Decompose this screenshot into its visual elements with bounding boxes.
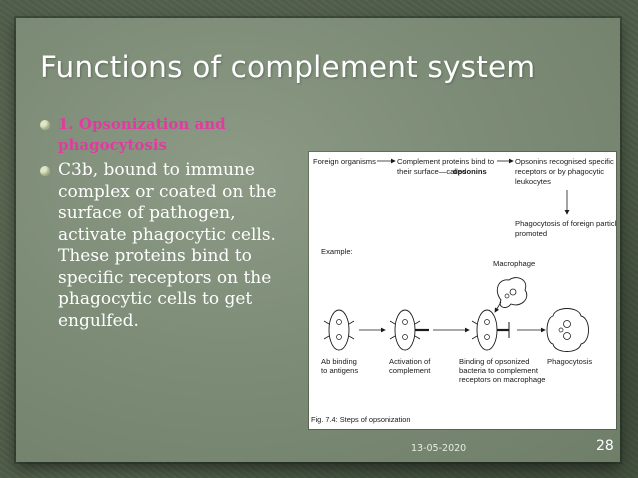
bullet-line: phagocytic cells to get bbox=[58, 289, 253, 309]
macrophage-icon bbox=[496, 277, 528, 308]
step-label-activation: Activation of bbox=[389, 357, 431, 366]
flow-leukocytes: leukocytes bbox=[515, 177, 551, 186]
bullet-dot-icon bbox=[40, 166, 50, 176]
footer-date: 13-05-2020 bbox=[411, 443, 467, 454]
flow-opsonins: opsonins bbox=[453, 167, 487, 176]
bullet-line: specific receptors on the bbox=[58, 267, 272, 288]
page-number: 28 bbox=[596, 438, 614, 454]
bullet-line: C3b, bound to immune bbox=[58, 160, 255, 180]
figure-caption: Fig. 7.4: Steps of opsonization bbox=[311, 415, 410, 424]
flow-opsonins-recognised: Opsonins recognised specific bbox=[515, 157, 614, 166]
bullet-line: surface of pathogen, bbox=[58, 203, 236, 223]
bullet-line: 1. Opsonization and bbox=[58, 115, 226, 133]
bacteria-icon bbox=[471, 309, 510, 351]
bullet-list: 1. Opsonization and phagocytosis C3b, bo… bbox=[40, 114, 310, 336]
bullet-line: complex or coated on the bbox=[58, 181, 277, 202]
flow-phagocytosis: Phagocytosis of foreign particle bbox=[515, 219, 616, 228]
flow-promoted: promoted bbox=[515, 229, 547, 238]
bullet-line: phagocytosis bbox=[58, 136, 167, 154]
bullet-description: C3b, bound to immune complex or coated o… bbox=[40, 160, 310, 332]
opsonization-figure: Foreign organisms Complement proteins bi… bbox=[309, 152, 621, 429]
flow-their-surface: their surface—called bbox=[397, 167, 466, 176]
opsonization-diagram: Foreign organisms Complement proteins bi… bbox=[311, 157, 621, 424]
slide-title: Functions of complement system bbox=[40, 50, 536, 84]
bacteria-icon bbox=[389, 309, 429, 351]
step-label-phagocytosis: Phagocytosis bbox=[547, 357, 592, 366]
bullet-line: activate phagocytic cells. bbox=[58, 224, 276, 245]
bullet-line: These proteins bind to bbox=[58, 246, 252, 266]
macrophage-label: Macrophage bbox=[493, 259, 535, 268]
phagocytosis-cell-icon bbox=[546, 308, 589, 352]
step-label-activation-2: complement bbox=[389, 366, 431, 375]
step-label-binding: Binding of opsonized bbox=[459, 357, 530, 366]
step-label-ab-binding-2: to antigens bbox=[321, 366, 358, 375]
step-label-binding-3: receptors on macrophage bbox=[459, 375, 546, 384]
step-label-ab-binding: Ab binding bbox=[321, 357, 357, 366]
bullet-dot-icon bbox=[40, 120, 50, 130]
flow-complement-bind: Complement proteins bind to bbox=[397, 157, 494, 166]
bullet-line: engulfed. bbox=[58, 310, 139, 331]
example-label: Example: bbox=[321, 247, 353, 256]
bacteria-icon bbox=[323, 309, 355, 351]
bullet-heading: 1. Opsonization and phagocytosis bbox=[40, 114, 310, 156]
flow-foreign-organisms: Foreign organisms bbox=[313, 157, 376, 166]
arrow-icon bbox=[494, 301, 502, 313]
step-label-binding-2: bacteria to complement bbox=[459, 366, 539, 375]
flow-receptors: receptors or by phagocytic bbox=[515, 167, 604, 176]
